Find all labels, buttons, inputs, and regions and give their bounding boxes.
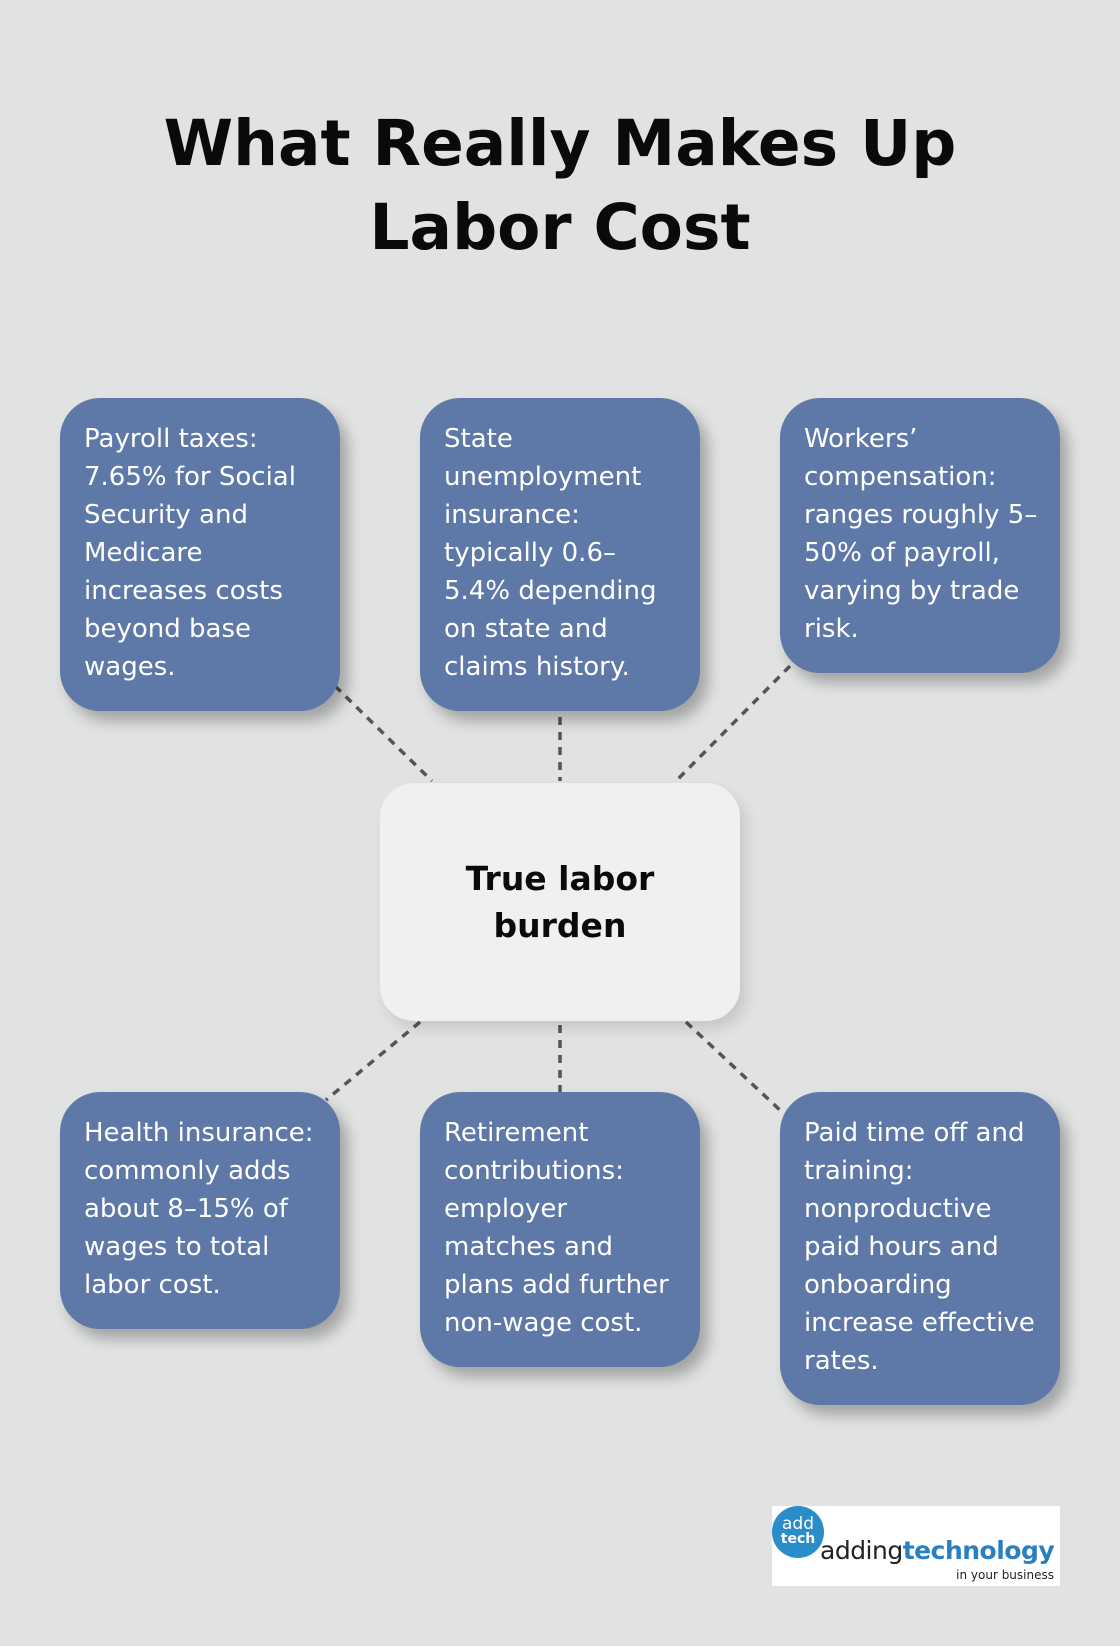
logo-badge-icon: add tech	[772, 1506, 824, 1558]
connector-payroll	[333, 684, 434, 783]
page-title: What Really Makes Up Labor Cost	[163, 107, 957, 264]
card-paid-time-off: Paid time off and training: nonproductiv…	[780, 1092, 1060, 1405]
card-payroll-taxes-text: Payroll taxes: 7.65% for Social Security…	[84, 424, 296, 682]
connector-health	[324, 1020, 422, 1102]
card-workers-compensation: Workers’ compensation: ranges roughly 5–…	[780, 398, 1060, 673]
connector-pto	[684, 1020, 784, 1114]
card-state-unemployment: State unemployment insurance: typically …	[420, 398, 700, 711]
card-workers-compensation-text: Workers’ compensation: ranges roughly 5–…	[804, 424, 1038, 644]
card-health-insurance-text: Health insurance: commonly adds about 8–…	[84, 1118, 314, 1300]
connector-workers-comp	[674, 664, 792, 783]
card-state-unemployment-text: State unemployment insurance: typically …	[444, 424, 657, 682]
card-retirement-contributions-text: Retirement contributions: employer match…	[444, 1118, 669, 1338]
logo-tagline: in your business	[956, 1568, 1054, 1582]
brand-logo: add tech addingtechnology in your busine…	[772, 1506, 1060, 1586]
logo-wordmark: addingtechnology	[820, 1536, 1055, 1565]
card-health-insurance: Health insurance: commonly adds about 8–…	[60, 1092, 340, 1329]
center-node-label: True labor burden	[465, 859, 655, 945]
card-payroll-taxes: Payroll taxes: 7.65% for Social Security…	[60, 398, 340, 711]
center-node: True labor burden	[380, 783, 740, 1021]
card-paid-time-off-text: Paid time off and training: nonproductiv…	[804, 1118, 1035, 1376]
card-retirement-contributions: Retirement contributions: employer match…	[420, 1092, 700, 1367]
